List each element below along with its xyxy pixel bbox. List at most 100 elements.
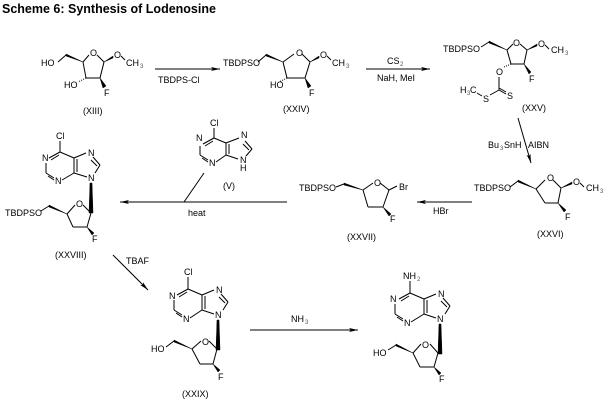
arrow-step5-branch	[183, 172, 205, 203]
xiii-f: F	[104, 88, 110, 98]
xiii-label: (XIII)	[83, 106, 103, 116]
lodenosine-f: F	[439, 374, 445, 384]
xxvii-br: Br	[399, 182, 408, 192]
v-n1: N	[196, 133, 203, 143]
xxix-cl: Cl	[184, 267, 193, 277]
v-n3: N	[209, 158, 216, 168]
v-cl: Cl	[210, 118, 219, 128]
xiii-r3-label: HO	[64, 80, 78, 90]
xiii-r1-o: O	[114, 50, 121, 60]
lodenosine-n1: N	[390, 294, 397, 304]
compound-xiii: HO O O CH 3 HO F (XIII)	[41, 48, 144, 116]
reagent-step4: HBr	[433, 206, 449, 216]
reagent-step7: NH	[291, 314, 304, 324]
xxiv-r1-ch: CH	[332, 58, 345, 68]
scheme-title: Scheme 6: Synthesis of Lodenosine	[2, 2, 216, 16]
xxiv-ring-o: O	[296, 48, 303, 58]
xxvi-r1-o: O	[573, 177, 580, 187]
reagent-step6: TBAF	[126, 256, 150, 266]
compound-xxv: TBDPSO O O CH 3 O F S S H 3 C (XXV)	[443, 38, 569, 113]
compound-xxvii: TBDPSO O Br F (XXVII)	[299, 178, 408, 242]
xxiv-r3-label: HO	[270, 80, 284, 90]
v-h9: H	[240, 163, 247, 173]
compound-v: Cl N N N N H (V)	[196, 118, 253, 191]
reagent-step1: TBDPS-Cl	[158, 75, 200, 85]
xxiv-f: F	[309, 88, 315, 98]
lodenosine-n7: N	[438, 289, 445, 299]
lodenosine-n3: N	[404, 318, 411, 328]
svg-text:3: 3	[500, 146, 504, 152]
svg-text:3: 3	[305, 320, 309, 326]
xxviii-r5-label: TBDPSO	[5, 208, 42, 218]
reagent-step5: heat	[188, 208, 206, 218]
xxv-r5-label: TBDPSO	[443, 44, 480, 54]
xxviii-n7: N	[88, 148, 95, 158]
svg-text:3: 3	[467, 91, 471, 97]
xxvi-ring-o: O	[547, 173, 554, 183]
v-n7: N	[241, 130, 248, 140]
xxviii-n1: N	[42, 153, 49, 163]
v-n9: N	[240, 155, 247, 165]
lodenosine-nh: NH	[403, 271, 416, 281]
xxv-label: (XXV)	[522, 103, 546, 113]
xxix-n9: N	[215, 310, 222, 320]
xxviii-ring-o: O	[76, 199, 83, 209]
compound-xxvi: TBDPSO O O CH 3 F (XXVI)	[474, 173, 604, 239]
compound-xxiv: TBDPSO O O CH 3 HO F (XXIV)	[223, 48, 350, 114]
svg-text:2: 2	[400, 62, 404, 68]
xxvi-r1-ch: CH	[586, 183, 599, 193]
xxvii-f: F	[390, 214, 396, 224]
xxix-f: F	[218, 372, 224, 382]
xxix-n1: N	[169, 291, 176, 301]
svg-text:3: 3	[565, 51, 569, 57]
arrow-step3	[517, 117, 532, 164]
svg-text:2: 2	[417, 277, 421, 283]
xxvii-r5-label: TBDPSO	[299, 183, 336, 193]
xxiv-r5-label: TBDPSO	[223, 58, 260, 68]
reagent-step2-bottom: NaH, MeI	[377, 73, 415, 83]
xxvii-label: (XXVII)	[347, 232, 376, 242]
xxvi-f: F	[565, 212, 571, 222]
xxv-s-thio: S	[483, 94, 489, 104]
xxviii-label: (XXVIII)	[55, 250, 87, 260]
xiii-wedge-c1	[103, 55, 114, 63]
xxviii-n3: N	[55, 176, 62, 186]
compound-lodenosine: NH 2 N N N N HO O F	[373, 271, 451, 384]
xxix-ring-o: O	[202, 337, 209, 347]
xiii-r5-label: HO	[41, 58, 55, 68]
xxviii-f: F	[92, 234, 98, 244]
svg-text:3: 3	[140, 64, 144, 70]
arrow-step6	[112, 254, 149, 291]
xxix-n7: N	[216, 285, 223, 295]
xxiv-label: (XXIV)	[283, 104, 310, 114]
xxiv-r1-o: O	[320, 50, 327, 60]
xxv-h: H	[460, 85, 467, 95]
xxv-f: F	[529, 74, 535, 84]
xxv-ring-o: O	[513, 38, 520, 48]
lodenosine-ring-o: O	[422, 340, 429, 350]
reagent-step3-right: AIBN	[528, 140, 549, 150]
lodenosine-r5-label: HO	[373, 348, 387, 358]
compound-xxviii: Cl N N N N TBDPSO O F (XXVIII)	[5, 131, 101, 260]
v-label: (V)	[223, 181, 235, 191]
xxvi-r5-label: TBDPSO	[474, 183, 511, 193]
compound-xxix: Cl N N N N HO O F (XXIX)	[151, 267, 229, 399]
xiii-wedge-c5	[65, 53, 84, 63]
xxviii-n9: N	[88, 173, 95, 183]
xiii-r1-ch: CH	[126, 58, 139, 68]
svg-text:3: 3	[346, 64, 350, 70]
reagent-step2-top: CS	[387, 56, 400, 66]
xxix-label: (XXIX)	[182, 389, 209, 399]
reagent-step3-left: Bu	[488, 140, 499, 150]
xxviii-cl: Cl	[56, 131, 65, 141]
xxv-s-thione: S	[507, 91, 513, 101]
xxv-r3-o: O	[496, 67, 503, 77]
xxix-r5-label: HO	[151, 344, 165, 354]
svg-text:SnH: SnH	[504, 140, 522, 150]
xxv-r1-o: O	[538, 39, 545, 49]
svg-text:3: 3	[600, 189, 604, 195]
xiii-ring-o: O	[90, 48, 97, 58]
xxvii-ring-o: O	[374, 178, 381, 188]
lodenosine-n9: N	[437, 314, 444, 324]
